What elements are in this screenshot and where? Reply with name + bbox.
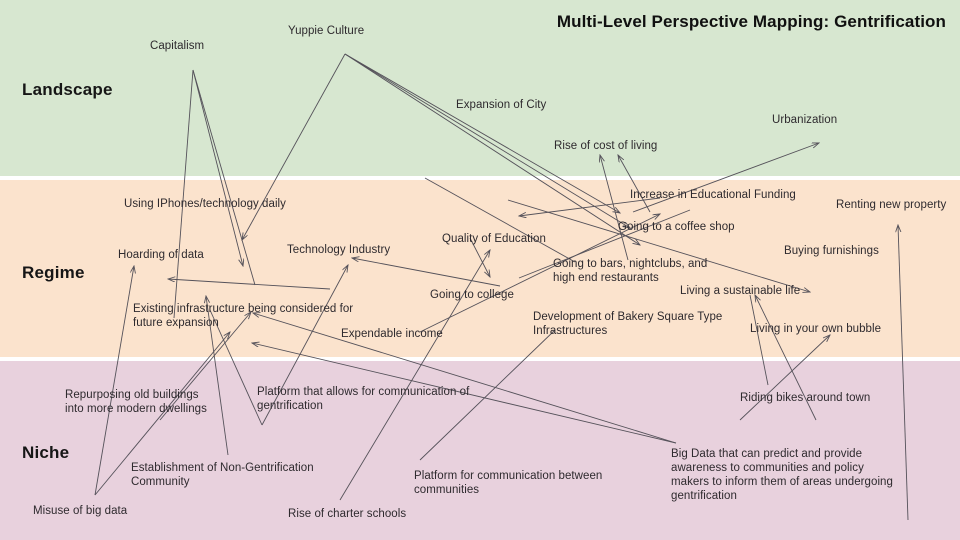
node-platform-comm-gentrification[interactable]: Platform that allows for communication o… bbox=[257, 386, 470, 412]
node-urbanization[interactable]: Urbanization bbox=[772, 114, 838, 126]
node-capitalism[interactable]: Capitalism bbox=[150, 40, 205, 52]
node-rise-charter-schools[interactable]: Rise of charter schools bbox=[288, 508, 407, 520]
node-rise-cost-of-living[interactable]: Rise of cost of living bbox=[554, 140, 658, 152]
band-label-regime: Regime bbox=[22, 263, 85, 282]
node-own-bubble[interactable]: Living in your own bubble bbox=[750, 323, 882, 335]
node-yuppie-culture[interactable]: Yuppie Culture bbox=[288, 25, 365, 37]
node-hoarding-of-data[interactable]: Hoarding of data bbox=[118, 249, 204, 261]
node-riding-bikes[interactable]: Riding bikes around town bbox=[740, 392, 871, 404]
band-label-niche: Niche bbox=[22, 443, 70, 462]
node-expansion-of-city[interactable]: Expansion of City bbox=[456, 99, 547, 111]
node-going-to-college[interactable]: Going to college bbox=[430, 289, 514, 301]
node-increase-edu-funding[interactable]: Increase in Educational Funding bbox=[630, 189, 796, 201]
page-title: Multi-Level Perspective Mapping: Gentrif… bbox=[556, 12, 946, 31]
node-bars-nightclubs[interactable]: Going to bars, nightclubs, and high end … bbox=[553, 258, 708, 284]
node-technology-industry[interactable]: Technology Industry bbox=[287, 244, 391, 256]
node-renting-new-property[interactable]: Renting new property bbox=[836, 199, 947, 211]
node-using-iphones[interactable]: Using IPhones/technology daily bbox=[124, 198, 286, 210]
node-misuse-of-big-data[interactable]: Misuse of big data bbox=[33, 505, 128, 517]
node-big-data-predict[interactable]: Big Data that can predict and provide aw… bbox=[671, 448, 893, 502]
band-label-landscape: Landscape bbox=[22, 80, 113, 99]
node-platform-comm-communities[interactable]: Platform for communication between commu… bbox=[414, 470, 603, 496]
node-sustainable-life[interactable]: Living a sustainable life bbox=[680, 285, 801, 297]
node-expendable-income[interactable]: Expendable income bbox=[341, 328, 443, 340]
node-bakery-square[interactable]: Development of Bakery Square Type Infras… bbox=[533, 311, 723, 337]
node-non-gentrification-community[interactable]: Establishment of Non-Gentrification Comm… bbox=[131, 462, 314, 488]
node-repurposing-buildings[interactable]: Repurposing old buildings into more mode… bbox=[65, 389, 207, 415]
node-existing-infrastructure[interactable]: Existing infrastructure being considered… bbox=[133, 303, 354, 329]
node-coffee-shop[interactable]: Going to a coffee shop bbox=[618, 221, 735, 233]
node-buying-furnishings[interactable]: Buying furnishings bbox=[784, 245, 879, 257]
node-quality-of-education[interactable]: Quality of Education bbox=[442, 233, 546, 245]
